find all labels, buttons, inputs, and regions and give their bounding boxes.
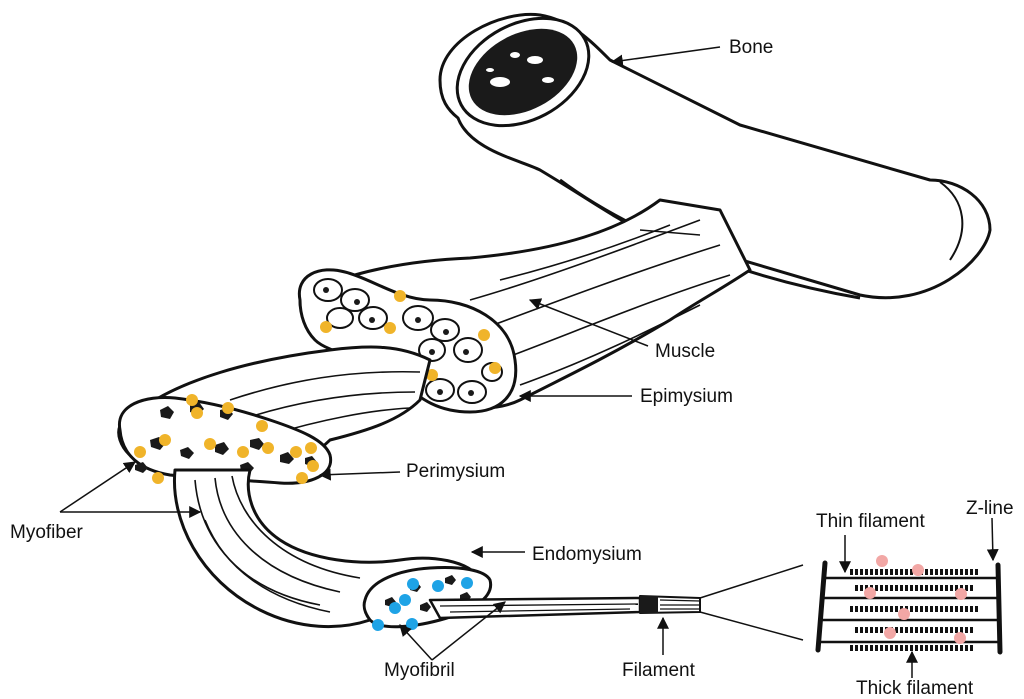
z-line-left <box>818 563 825 650</box>
label-myofibril: Myofibril <box>384 660 455 681</box>
label-epimysium: Epimysium <box>640 386 733 407</box>
label-bone: Bone <box>729 37 773 58</box>
z-line-pointer <box>992 518 993 560</box>
myofibril-strand <box>430 596 700 618</box>
zoom-lines <box>700 565 803 640</box>
perimysium-pointer <box>320 472 400 475</box>
label-muscle: Muscle <box>655 341 715 362</box>
label-thin-filament: Thin filament <box>816 511 925 532</box>
label-myofiber: Myofiber <box>10 522 84 543</box>
z-line-right <box>998 565 1000 652</box>
label-perimysium: Perimysium <box>406 461 505 482</box>
label-endomysium: Endomysium <box>532 544 642 565</box>
myofiber-pointer-top <box>60 462 135 512</box>
label-filament: Filament <box>622 660 696 681</box>
bone-pointer <box>612 47 720 62</box>
label-thick-filament: Thick filament <box>856 678 974 699</box>
myofibril-pointer-left <box>400 625 432 660</box>
label-z-line: Z-line <box>966 498 1014 519</box>
